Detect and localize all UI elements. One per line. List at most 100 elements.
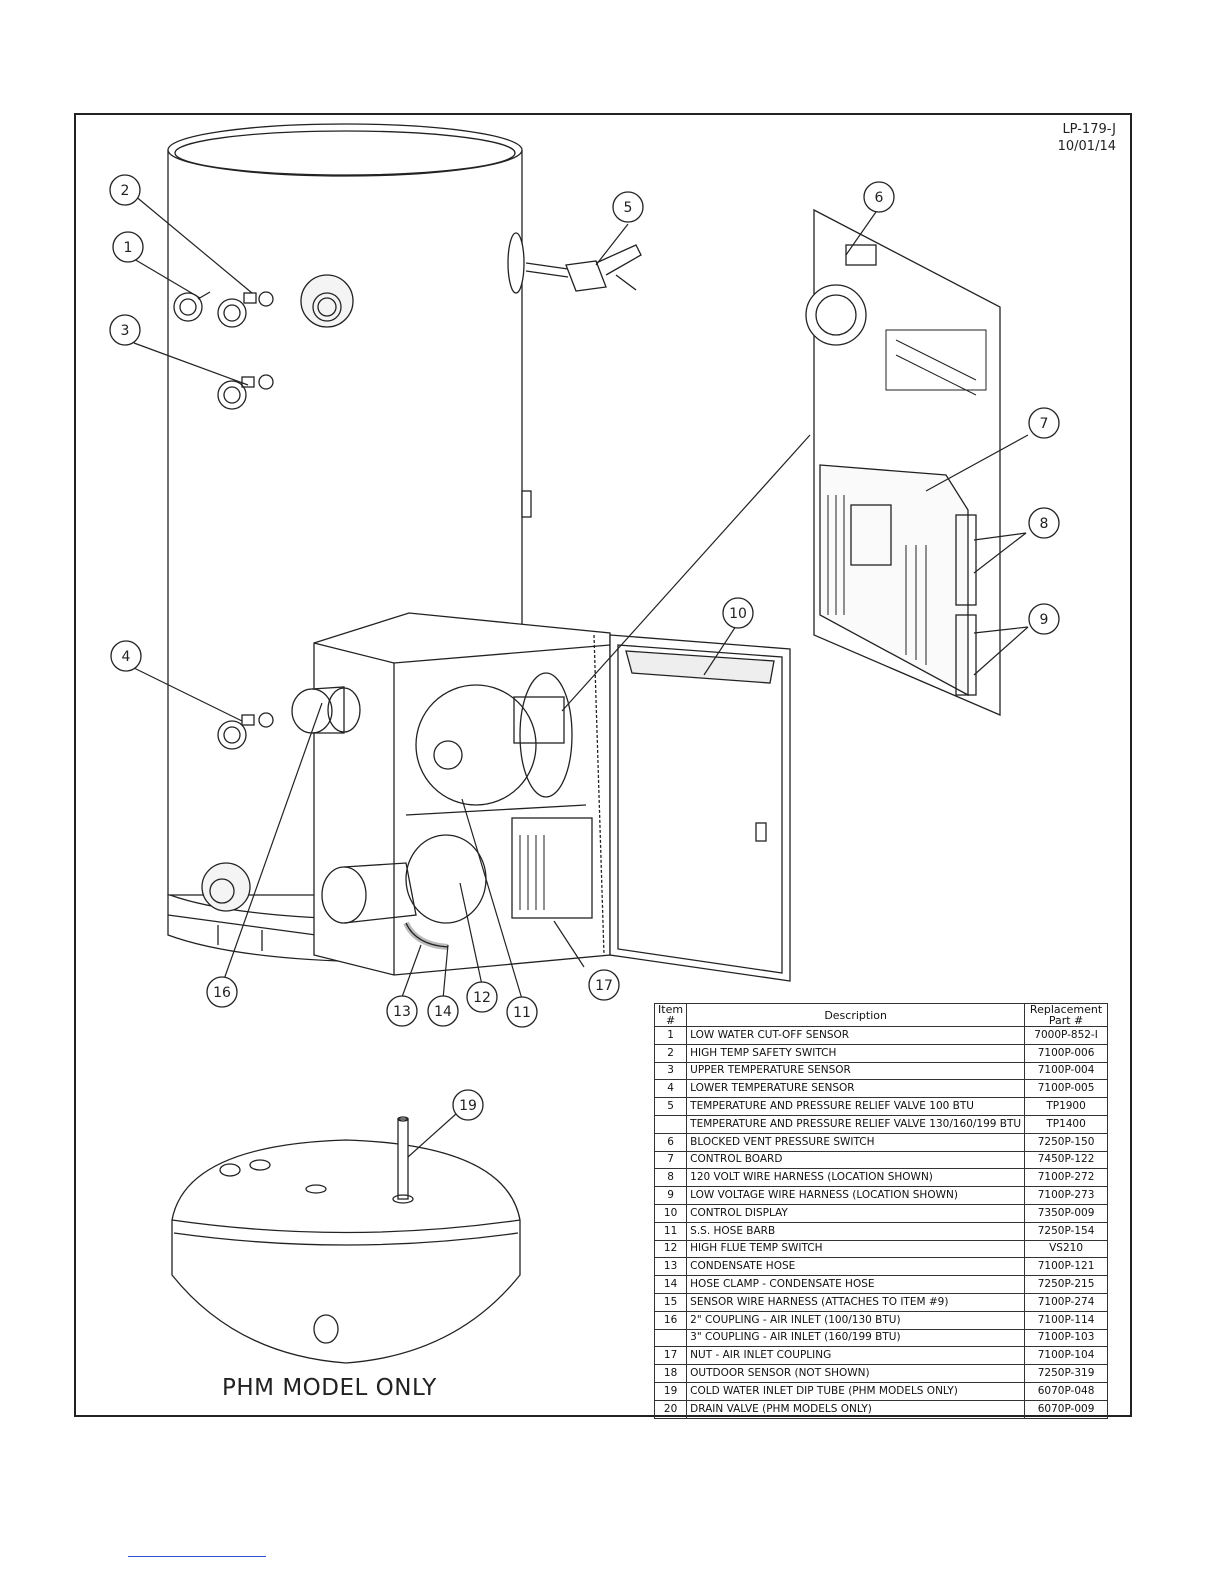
- cell-description: DRAIN VALVE (PHM MODELS ONLY): [686, 1399, 1026, 1419]
- cell-part-number: 6070P-048: [1024, 1381, 1108, 1401]
- callout-number: 16: [213, 985, 231, 1001]
- cell-item: 11: [653, 1221, 688, 1241]
- cell-item: 19: [653, 1381, 688, 1401]
- cell-description: UPPER TEMPERATURE SENSOR: [686, 1061, 1026, 1081]
- cell-part-number: 7100P-005: [1024, 1079, 1108, 1099]
- cell-item: [653, 1114, 688, 1134]
- callout-circle: [588, 969, 620, 1001]
- cell-part-number: 6070P-009: [1024, 1399, 1108, 1419]
- callout-circle: [110, 640, 142, 672]
- cell-part-number: 7250P-215: [1024, 1275, 1108, 1294]
- callout-circle: [863, 181, 895, 213]
- cell-item: 8: [653, 1168, 688, 1188]
- callout-number: 13: [393, 1004, 411, 1020]
- cell-item: 1: [653, 1026, 688, 1045]
- document-date: 10/01/14: [1057, 139, 1116, 154]
- callout-16: 16: [206, 976, 238, 1008]
- phm-tank-top: [171, 1116, 521, 1364]
- callout-circle: [1028, 407, 1060, 439]
- cell-part-number: 7000P-852-I: [1024, 1026, 1108, 1045]
- cell-part-number: 7100P-114: [1024, 1310, 1108, 1330]
- callout-number: 14: [434, 1004, 452, 1020]
- cell-part-number: 7100P-274: [1024, 1292, 1108, 1312]
- callout-5: 5: [612, 191, 644, 223]
- cell-description: S.S. HOSE BARB: [686, 1221, 1026, 1241]
- cell-description: 2" COUPLING - AIR INLET (100/130 BTU): [686, 1310, 1026, 1330]
- cell-part-number: 7100P-104: [1024, 1346, 1108, 1366]
- cell-part-number: 7250P-150: [1024, 1132, 1108, 1152]
- header-description: Description: [686, 1003, 1026, 1027]
- cell-part-number: 7250P-154: [1024, 1221, 1108, 1241]
- callout-number: 5: [624, 200, 633, 216]
- callout-13: 13: [386, 995, 418, 1027]
- cell-description: OUTDOOR SENSOR (NOT SHOWN): [686, 1364, 1026, 1383]
- callout-circle: [109, 174, 141, 206]
- callout-14: 14: [427, 995, 459, 1027]
- document-number: LP-179-J: [1062, 122, 1116, 137]
- cell-description: TEMPERATURE AND PRESSURE RELIEF VALVE 10…: [686, 1097, 1026, 1116]
- header-part-number: Replacement Part #: [1024, 1003, 1108, 1027]
- callout-number: 2: [121, 183, 130, 199]
- callout-17: 17: [588, 969, 620, 1001]
- phm-model-label: PHM MODEL ONLY: [222, 1375, 437, 1401]
- cabinet-door: [609, 634, 791, 982]
- cell-item: 4: [653, 1079, 688, 1099]
- callout-6: 6: [863, 181, 895, 213]
- callout-circle: [206, 976, 238, 1008]
- cell-description: LOWER TEMPERATURE SENSOR: [686, 1079, 1026, 1099]
- cell-item: 5: [653, 1097, 688, 1116]
- cell-part-number: 7450P-122: [1024, 1150, 1108, 1170]
- cell-description: CONDENSATE HOSE: [686, 1257, 1026, 1277]
- cell-item: [653, 1328, 688, 1348]
- callout-circle: [722, 597, 754, 629]
- cell-item: 17: [653, 1346, 688, 1366]
- cell-description: SENSOR WIRE HARNESS (ATTACHES TO ITEM #9…: [686, 1292, 1026, 1312]
- cell-part-number: 7100P-103: [1024, 1328, 1108, 1348]
- callout-number: 11: [513, 1005, 531, 1021]
- document-id-block: LP-179-J 10/01/14: [1058, 121, 1116, 155]
- cell-item: 20: [653, 1399, 688, 1419]
- callout-number: 1: [124, 240, 133, 256]
- cell-part-number: 7100P-272: [1024, 1168, 1108, 1188]
- cell-item: 14: [653, 1275, 688, 1294]
- cell-item: 7: [653, 1150, 688, 1170]
- cell-description: HOSE CLAMP - CONDENSATE HOSE: [686, 1275, 1026, 1294]
- cell-part-number: 7100P-121: [1024, 1257, 1108, 1277]
- drawing-frame: LP-179-J 10/01/14: [74, 113, 1132, 1419]
- callout-8: 8: [1028, 507, 1060, 539]
- callout-10: 10: [722, 597, 754, 629]
- cell-item: 18: [653, 1364, 688, 1383]
- cell-part-number: VS210: [1024, 1239, 1108, 1259]
- cell-description: LOW VOLTAGE WIRE HARNESS (LOCATION SHOWN…: [686, 1186, 1026, 1205]
- table-row: TEMPERATURE AND PRESSURE RELIEF VALVE 13…: [653, 1114, 1108, 1134]
- callout-circle: [386, 995, 418, 1027]
- control-board-panel: [805, 208, 1001, 716]
- callout-circle: [466, 981, 498, 1013]
- callout-number: 6: [875, 190, 884, 206]
- cell-part-number: 7250P-319: [1024, 1364, 1108, 1383]
- callout-4: 4: [110, 640, 142, 672]
- header-item: Item #: [653, 1003, 688, 1027]
- cell-item: 12: [653, 1239, 688, 1259]
- cell-part-number: 7100P-273: [1024, 1186, 1108, 1205]
- callout-number: 12: [473, 990, 491, 1006]
- cell-part-number: TP1900: [1024, 1097, 1108, 1116]
- callout-number: 7: [1040, 416, 1049, 432]
- callout-number: 8: [1040, 516, 1049, 532]
- footer-link-underline[interactable]: [128, 1556, 266, 1557]
- callout-circle: [109, 314, 141, 346]
